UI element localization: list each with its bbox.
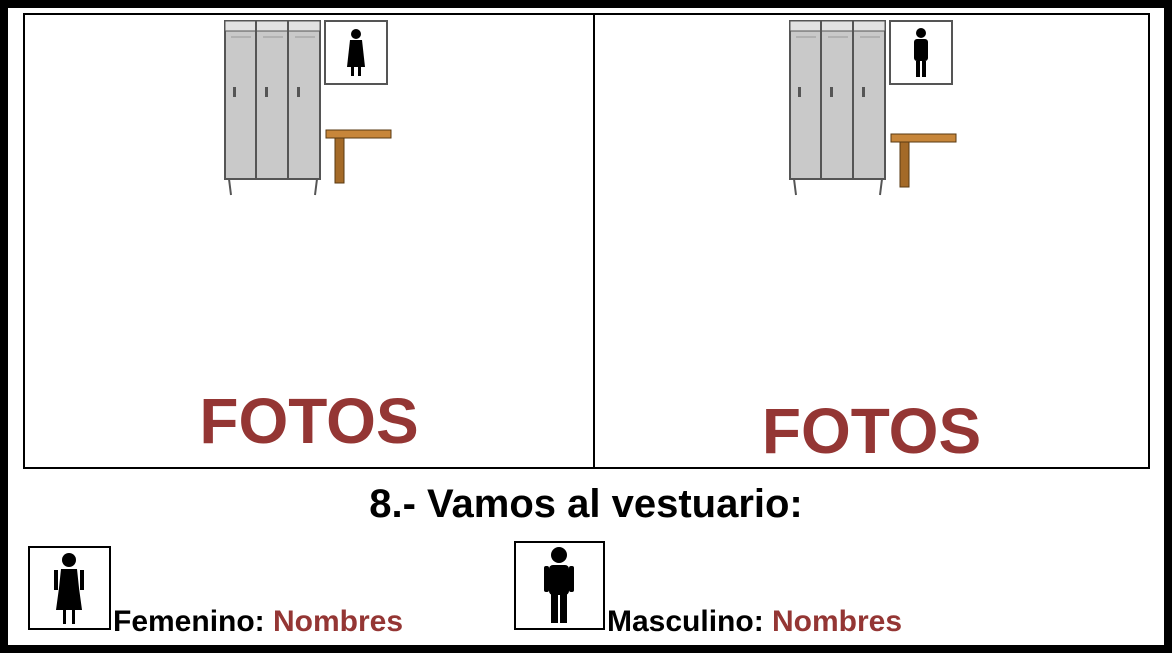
photos-placeholder: FOTOS [199,385,419,457]
male-figure-icon [544,547,574,623]
photo-panel-male: FOTOS [593,13,1150,469]
male-label: Masculino: Nombres [607,604,902,640]
male-symbol-box [514,541,605,630]
locker-room-female-icon [224,20,392,196]
section-heading: 8.- Vamos al vestuario: [369,482,803,526]
locker-room-male-icon [789,20,957,196]
photos-placeholder: FOTOS [761,395,982,467]
female-names: Nombres [273,605,404,638]
male-label-key: Masculino: [607,605,773,638]
photo-panel-female: FOTOS [23,13,595,469]
male-names: Nombres [772,605,903,638]
female-figure-icon [54,553,84,624]
female-symbol-box [28,546,111,630]
female-label-key: Femenino: [113,605,274,638]
female-label: Femenino: Nombres [113,604,403,640]
